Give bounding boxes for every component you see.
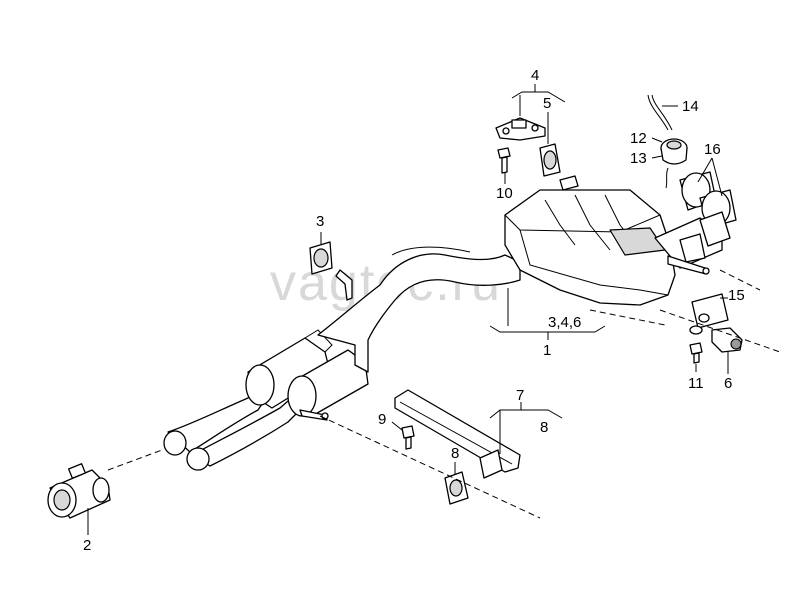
callout-8-upper: 8 — [540, 419, 548, 436]
wire-13 — [665, 167, 669, 189]
bolt-11 — [689, 342, 703, 364]
rubber-mount-8 — [444, 471, 469, 505]
rubber-mount-3 — [309, 241, 333, 275]
callout-2: 2 — [83, 537, 91, 554]
assembly-lines — [107, 269, 781, 519]
bolt-9 — [401, 425, 415, 450]
bracket-15 — [691, 293, 729, 329]
center-silencer — [245, 329, 369, 421]
callout-labels: 2 3 4 5 10 3,4,6 1 14 12 13 16 15 11 6 7… — [83, 67, 745, 554]
rubber-mount-5 — [539, 143, 561, 177]
callout-1: 1 — [543, 342, 551, 359]
callout-5: 5 — [543, 95, 551, 112]
callout-15: 15 — [728, 287, 745, 304]
callout-8-lower: 8 — [451, 445, 459, 462]
crossmember-7 — [394, 389, 521, 479]
bracket-4 — [495, 117, 546, 141]
callout-11: 11 — [688, 375, 704, 392]
callout-6: 6 — [724, 375, 732, 392]
callout-7: 7 — [516, 387, 524, 404]
callout-3-4-6: 3,4,6 — [548, 314, 581, 331]
cap-12-13 — [660, 138, 688, 165]
clamp-6 — [689, 325, 743, 353]
leader-lines — [87, 84, 729, 535]
callout-16: 16 — [704, 141, 721, 158]
cable-14 — [647, 94, 673, 131]
callout-13: 13 — [630, 150, 647, 167]
callout-10: 10 — [496, 185, 513, 202]
bolt-10 — [497, 147, 511, 174]
pipe-clamp — [47, 463, 111, 519]
callout-3: 3 — [316, 213, 324, 230]
callout-4: 4 — [531, 67, 539, 84]
callout-14: 14 — [682, 98, 699, 115]
rear-silencer — [504, 171, 737, 306]
middle-pipe — [317, 246, 521, 373]
callout-12: 12 — [630, 130, 647, 147]
callout-9: 9 — [378, 411, 386, 428]
